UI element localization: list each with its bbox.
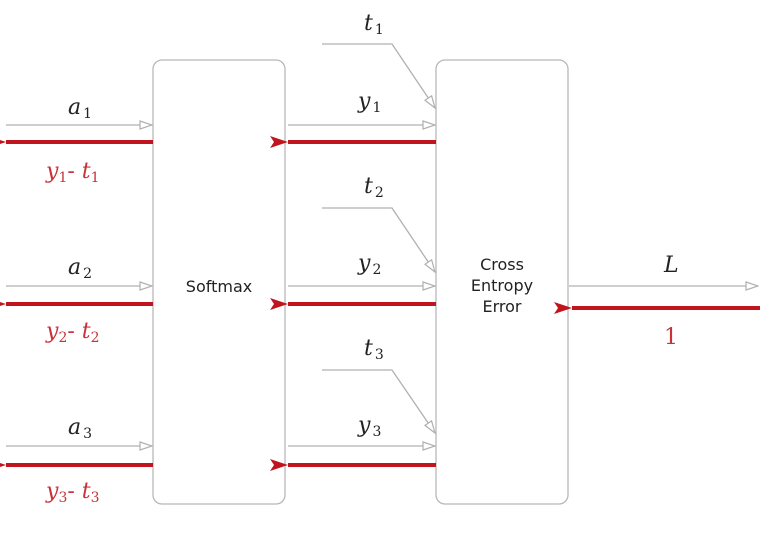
grad-label-3: y3- t3 (45, 479, 100, 506)
label-grad-1: 1 (664, 325, 678, 350)
cross-entropy-label-line-1: Cross (480, 255, 524, 274)
cross-entropy-label-line-2: Entropy (471, 276, 533, 295)
input-arrow-t2 (322, 207, 435, 272)
input-arrow-t1 (322, 43, 435, 108)
cross-entropy-label-line-3: Error (483, 297, 522, 316)
softmax-label: Softmax (186, 277, 252, 296)
grad-label-2: y2- t2 (45, 319, 100, 346)
label-L: L (663, 253, 679, 278)
softmax-node (152, 59, 286, 505)
cross-entropy-node (435, 59, 569, 505)
grad-label-1: y1- t1 (45, 159, 100, 186)
input-arrow-t3 (322, 369, 435, 433)
